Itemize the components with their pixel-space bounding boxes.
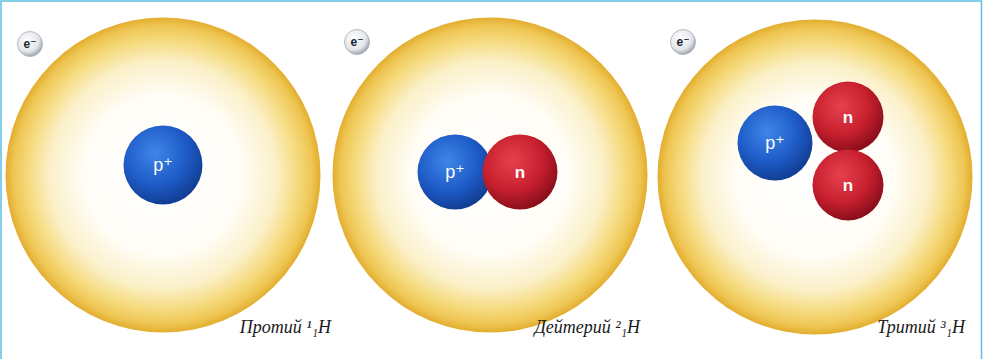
electron-ball: e⁻ xyxy=(344,29,370,55)
isotope-caption: Протий ¹₁H xyxy=(15,316,331,338)
isotope-caption: Дейтерий ²₁H xyxy=(324,316,640,338)
particle-label: n xyxy=(843,109,853,126)
neutron-ball-circle xyxy=(813,82,884,153)
atom-sphere: Протий ¹₁He⁻p⁺ xyxy=(5,17,321,333)
proton-ball-circle xyxy=(418,135,493,210)
electron-ball-circle xyxy=(671,30,696,55)
neutron-ball: n xyxy=(812,81,884,153)
proton-ball: p⁺ xyxy=(737,105,813,181)
particle-label: e⁻ xyxy=(676,36,689,48)
proton-ball-circle xyxy=(124,126,203,205)
particle-label: p⁺ xyxy=(765,134,785,152)
proton-ball-circle xyxy=(738,106,813,181)
particle-label: e⁻ xyxy=(350,36,363,48)
particle-label: p⁺ xyxy=(153,156,173,174)
particle-label: n xyxy=(843,177,853,194)
neutron-ball: n xyxy=(482,134,558,210)
atom-sphere-circle xyxy=(333,18,648,333)
proton-ball: p⁺ xyxy=(417,134,493,210)
atom-sphere: Тритий ³₁He⁻p⁺nn xyxy=(657,19,973,335)
particle-label: e⁻ xyxy=(23,38,36,50)
proton-ball: p⁺ xyxy=(123,125,203,205)
isotope-caption: Тритий ³₁H xyxy=(649,316,965,338)
atom-sphere-circle xyxy=(658,20,973,335)
electron-ball: e⁻ xyxy=(17,31,43,57)
electron-ball-circle xyxy=(345,30,370,55)
atom-sphere-circle xyxy=(6,18,321,333)
neutron-ball-circle xyxy=(813,150,884,221)
electron-ball-circle xyxy=(18,32,43,57)
neutron-ball-circle xyxy=(483,135,558,210)
atom-sphere: Дейтерий ²₁He⁻p⁺n xyxy=(332,17,648,333)
particle-label: p⁺ xyxy=(445,163,465,181)
neutron-ball: n xyxy=(812,149,884,221)
particle-label: n xyxy=(515,164,525,181)
electron-ball: e⁻ xyxy=(670,29,696,55)
